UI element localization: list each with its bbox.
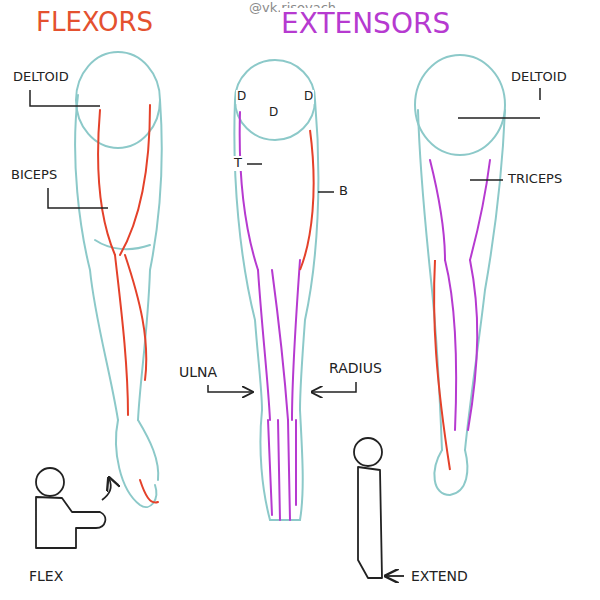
extend-icon-part — [354, 438, 382, 466]
leader-lines-part — [48, 188, 108, 208]
flexor-arm-part — [138, 420, 158, 480]
extensor-muscles-part — [295, 420, 297, 505]
leader-lines-part — [470, 179, 503, 181]
flexor-arm — [75, 52, 162, 507]
leader-lines-part — [208, 385, 252, 392]
extensor-arm-part — [235, 60, 315, 140]
extensor-muscles-part — [268, 420, 272, 515]
back-arm-part — [465, 110, 505, 450]
extend-icon-part — [358, 467, 382, 578]
muscle-letter: B — [338, 184, 349, 199]
flexor-muscles — [98, 105, 158, 503]
triceps-muscles-part — [430, 160, 445, 260]
back-arm-part — [415, 55, 505, 155]
part-label: DELTOID — [510, 70, 568, 85]
flexor-arm-part — [75, 95, 118, 420]
extensor-muscles-part — [272, 270, 288, 420]
flex-icon-part — [36, 468, 64, 496]
back-arm-part — [434, 450, 467, 495]
flex-icon — [36, 468, 111, 548]
flexor-arm-part — [116, 420, 156, 507]
muscle-letter: D — [236, 90, 247, 104]
leader-lines-part — [30, 90, 100, 106]
triceps-muscles-part — [468, 260, 477, 430]
extensor-arm-part — [260, 410, 302, 520]
extend-icon-part — [386, 575, 404, 577]
extensor-arm — [234, 60, 318, 520]
flexor-muscles-part — [98, 110, 115, 255]
part-label: DELTOID — [12, 70, 70, 85]
muscle-letter: D — [303, 90, 314, 104]
extensor-arm-part — [300, 100, 318, 410]
flexor-arm-part — [95, 240, 150, 249]
part-label: BICEPS — [10, 168, 58, 183]
heading: EXTENSORS — [280, 8, 451, 40]
extensor-muscles-part — [258, 270, 270, 420]
flexor-arm-part — [138, 100, 162, 420]
extend-icon — [354, 438, 404, 578]
biceps-line — [300, 130, 314, 270]
muscle-letter: D — [268, 106, 279, 120]
extensor-muscles-part — [278, 420, 280, 520]
extensor-muscles-part — [292, 260, 300, 420]
flexor-arm-part — [76, 52, 160, 148]
flexor-muscles-part — [140, 480, 158, 503]
muscle-letter: T — [233, 156, 243, 171]
leader-lines — [30, 88, 540, 392]
forearm-flexor-line — [434, 260, 450, 470]
flexor-muscles-part — [125, 255, 146, 380]
extensor-arm-part — [234, 100, 262, 410]
flexor-muscles-part — [120, 105, 150, 255]
leader-lines-part — [312, 382, 356, 392]
action-label: EXTEND — [410, 568, 469, 584]
leader-lines-part — [247, 163, 262, 165]
extensor-muscles-part — [240, 112, 258, 270]
extensor-muscles-part — [288, 420, 290, 520]
flex-icon-part — [36, 497, 105, 548]
leader-lines-part — [318, 191, 334, 193]
triceps-muscles-part — [470, 160, 490, 260]
extensor-muscles — [240, 112, 300, 520]
triceps-muscles-part — [445, 260, 456, 430]
back-arm — [415, 55, 505, 495]
bone-label: RADIUS — [328, 360, 383, 376]
leader-lines-part — [458, 88, 540, 118]
bone-label: ULNA — [178, 364, 218, 380]
flexor-muscles-part — [115, 255, 128, 415]
action-label: FLEX — [28, 568, 64, 584]
heading: FLEXORS — [35, 8, 154, 38]
part-label: TRICEPS — [507, 172, 563, 187]
flex-icon-part — [102, 478, 111, 500]
